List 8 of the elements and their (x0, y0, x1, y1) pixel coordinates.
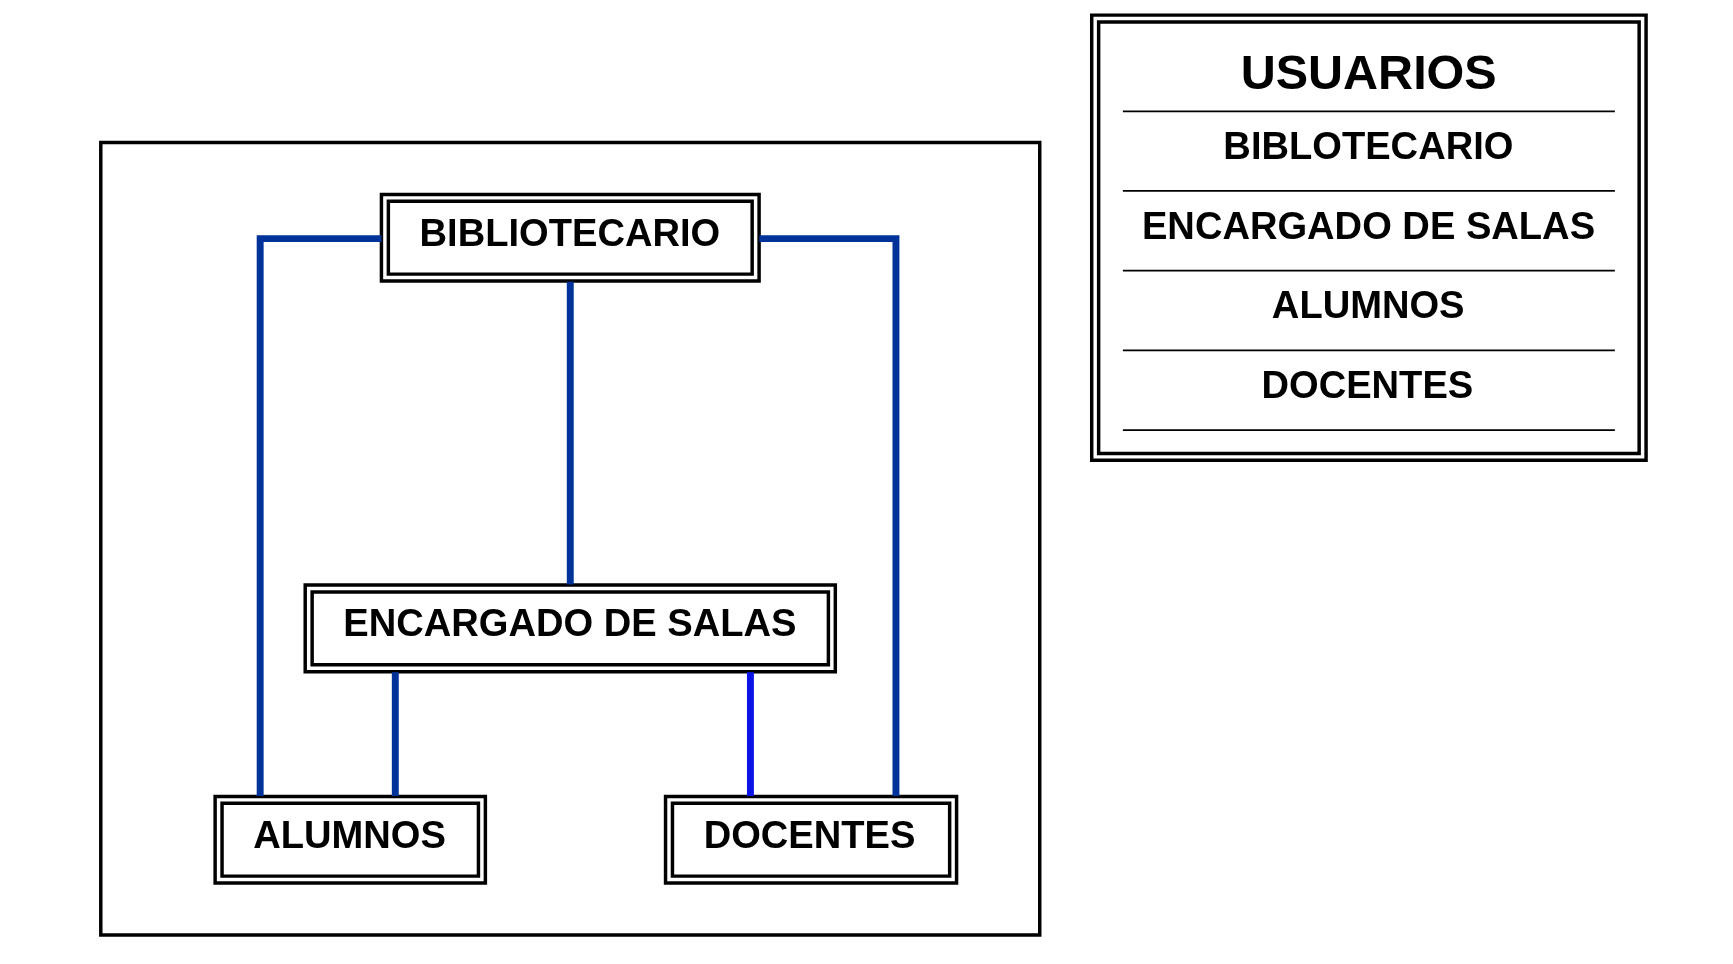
cluster (99, 140, 1042, 937)
node-box: ENCARGADO DE SALAS (303, 583, 838, 674)
node-box: USUARIOS BIBLOTECARIO ENCARGADO DE SALAS ALUMNOS DOCENTES (1090, 13, 1648, 463)
connector (256, 235, 382, 797)
connector (566, 281, 574, 585)
node-box: ALUMNOS (213, 794, 488, 885)
node-box: BIBLIOTECARIO (379, 192, 761, 283)
node-box: DOCENTES (663, 794, 959, 885)
